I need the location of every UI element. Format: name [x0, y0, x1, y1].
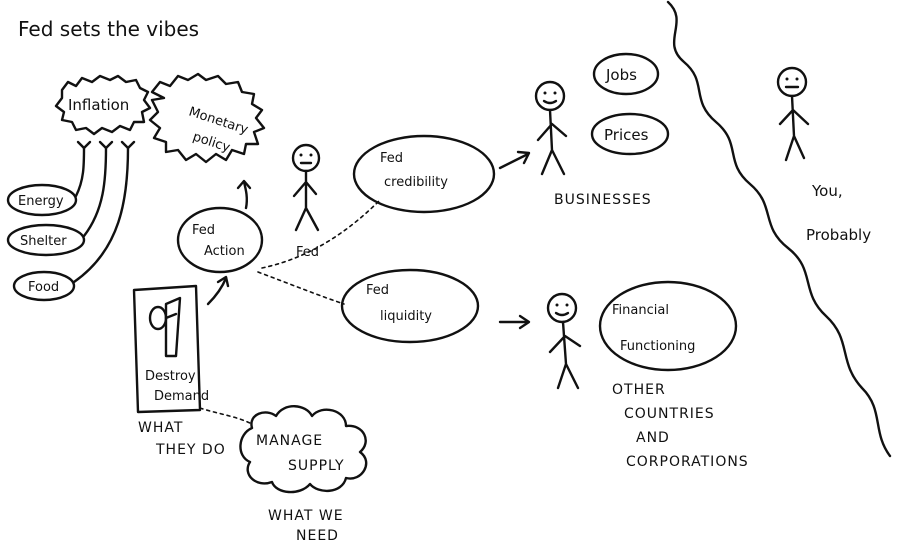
financial-functioning-label-1: Financial	[612, 303, 669, 318]
destroy-demand-label-2: Demand	[154, 389, 209, 404]
what-they-do-label-2: THEY DO	[155, 442, 226, 458]
energy-node: Energy	[6, 183, 78, 217]
energy-label: Energy	[18, 194, 64, 209]
you-figure	[776, 66, 810, 162]
fed-liquidity-label-2: liquidity	[380, 309, 432, 324]
you-label-2: Probably	[806, 226, 871, 244]
what-we-need-label-2: NEED	[296, 528, 339, 544]
other-label-4: CORPORATIONS	[626, 454, 749, 470]
fed-action-label-1: Fed	[192, 223, 215, 238]
diagram-title: Fed sets the vibes	[18, 17, 199, 41]
financial-functioning-label-2: Functioning	[620, 339, 695, 354]
fed-credibility-label-1: Fed	[380, 151, 403, 166]
destroy-demand-card: Destroy Demand	[132, 284, 209, 414]
inflation-burst: Inflation	[54, 74, 152, 136]
arrow-credibility-to-businesses	[498, 150, 531, 170]
fed-figure: Fed	[291, 143, 321, 260]
prices-label: Prices	[604, 126, 649, 144]
fed-action-label-2: Action	[204, 244, 245, 259]
other-label-1: OTHER	[612, 382, 666, 398]
shelter-node: Shelter	[6, 223, 86, 257]
other-label-2: COUNTRIES	[624, 406, 715, 422]
fed-credibility-node: Fed credibility	[352, 134, 496, 214]
what-we-need-label-1: WHAT WE	[268, 508, 344, 524]
prices-node: Prices	[590, 112, 670, 156]
jobs-label: Jobs	[605, 66, 637, 84]
manage-supply-label-2: SUPPLY	[288, 458, 345, 474]
other-label-3: AND	[636, 430, 670, 446]
businesses-figure	[534, 80, 568, 176]
divider-wavy-line	[666, 0, 892, 458]
jobs-node: Jobs	[592, 52, 660, 96]
link-demand-supply	[199, 407, 253, 425]
wrecking-icon	[148, 296, 182, 358]
link-action-credibility	[261, 199, 381, 269]
manage-supply-cloud: MANAGE SUPPLY	[239, 405, 368, 494]
fed-credibility-label-2: credibility	[384, 175, 448, 190]
food-label: Food	[28, 280, 59, 295]
arrow-demand-to-action	[206, 275, 230, 306]
monetary-policy-burst: Monetary policy	[148, 72, 266, 164]
businesses-label: BUSINESSES	[554, 192, 652, 208]
manage-supply-label-1: MANAGE	[256, 433, 323, 449]
arrow-action-to-policy	[236, 179, 252, 210]
food-node: Food	[12, 270, 76, 302]
shelter-label: Shelter	[20, 234, 67, 249]
link-action-liquidity	[257, 271, 345, 305]
what-they-do-label-1: WHAT	[138, 420, 183, 436]
you-label-1: You,	[811, 182, 843, 200]
arrow-liquidity-to-other	[498, 314, 531, 330]
financial-functioning-node: Financial Functioning	[598, 280, 738, 372]
fed-liquidity-label-1: Fed	[366, 283, 389, 298]
fed-action-node: Fed Action	[176, 206, 264, 274]
destroy-demand-label-1: Destroy	[145, 369, 196, 384]
inflation-label: Inflation	[68, 96, 129, 114]
fed-liquidity-node: Fed liquidity	[340, 268, 480, 344]
other-countries-figure	[546, 292, 582, 390]
arrows-to-inflation	[72, 140, 136, 284]
